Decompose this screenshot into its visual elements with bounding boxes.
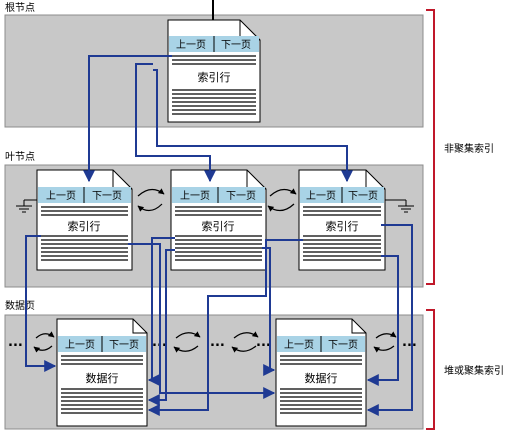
data-page-2-next-label: 下一页 <box>328 339 358 351</box>
data-page-1-prev-label: 上一页 <box>65 339 95 351</box>
leaf-page-3-prev-label: 上一页 <box>306 190 336 202</box>
leaf3-to-data2-second-arrow <box>366 255 399 386</box>
leaf-page-2-next-label: 下一页 <box>226 190 256 202</box>
leaf2-to-data1-arrow <box>147 237 175 386</box>
leaf-page-3-next-label: 下一页 <box>348 190 378 202</box>
data-ellipsis-middle-3: ... <box>256 335 271 350</box>
ground-symbol-right <box>385 199 414 213</box>
leaf-page-1-next-label: 下一页 <box>92 190 122 202</box>
leaf1-to-data2-arrow <box>128 243 276 399</box>
data-page-2: 上一页 下一页 数据行 <box>275 318 367 427</box>
data-page-1-title: 数据行 <box>86 371 119 385</box>
leaf-page-2-title: 索引行 <box>202 219 235 233</box>
data-ellipsis-left: ... <box>8 335 23 350</box>
pointer-arrows <box>25 55 413 416</box>
data-ellipsis-right: ... <box>402 335 417 350</box>
sibling-link-arrows <box>33 188 397 353</box>
leaf-page-2: 上一页 下一页 索引行 <box>170 169 267 271</box>
leaf-page-1-prev-label: 上一页 <box>46 190 76 202</box>
leaf-page-2-prev-label: 上一页 <box>180 190 210 202</box>
heap-or-clustered-brace <box>426 309 435 430</box>
ground-symbol-left <box>16 199 37 213</box>
leaf2-to-data1-second-arrow <box>147 249 175 406</box>
root-page-next-label: 下一页 <box>221 39 251 51</box>
root-page-prev-label: 上一页 <box>176 39 206 51</box>
leaf-page-3-title: 索引行 <box>326 219 359 233</box>
root-to-leaf3-arrow <box>153 69 353 183</box>
data-page-1-next-label: 下一页 <box>109 339 139 351</box>
data-page-2-prev-label: 上一页 <box>284 339 314 351</box>
leaf3-to-data2-arrow <box>366 224 413 416</box>
leaf-page-1-title: 索引行 <box>68 219 101 233</box>
leaf-page-1: 上一页 下一页 索引行 <box>36 169 133 271</box>
data-ellipsis-middle-2: ... <box>210 335 225 350</box>
data-page-2-title: 数据行 <box>305 371 338 385</box>
root-to-leaf1-arrow <box>83 55 172 183</box>
data-page-1: 上一页 下一页 数据行 <box>56 318 148 427</box>
root-page: 上一页 下一页 索引行 <box>167 19 261 123</box>
heap-or-clustered-brace-label: 堆或聚集索引 <box>444 364 504 377</box>
root-page-title: 索引行 <box>198 70 231 84</box>
nonclustered-brace <box>426 9 435 285</box>
leaf1-to-data1-arrow <box>25 235 57 372</box>
root-section-label: 根节点 <box>5 1 35 14</box>
leaf3-to-data1-arrow <box>147 239 303 416</box>
data-section-label: 数据页 <box>5 299 35 312</box>
leaf-section-label: 叶节点 <box>5 151 35 163</box>
leaf-page-3: 上一页 下一页 索引行 <box>298 169 386 271</box>
root-to-leaf2-arrow <box>135 63 216 183</box>
nonclustered-brace-label: 非聚集索引 <box>444 142 494 155</box>
